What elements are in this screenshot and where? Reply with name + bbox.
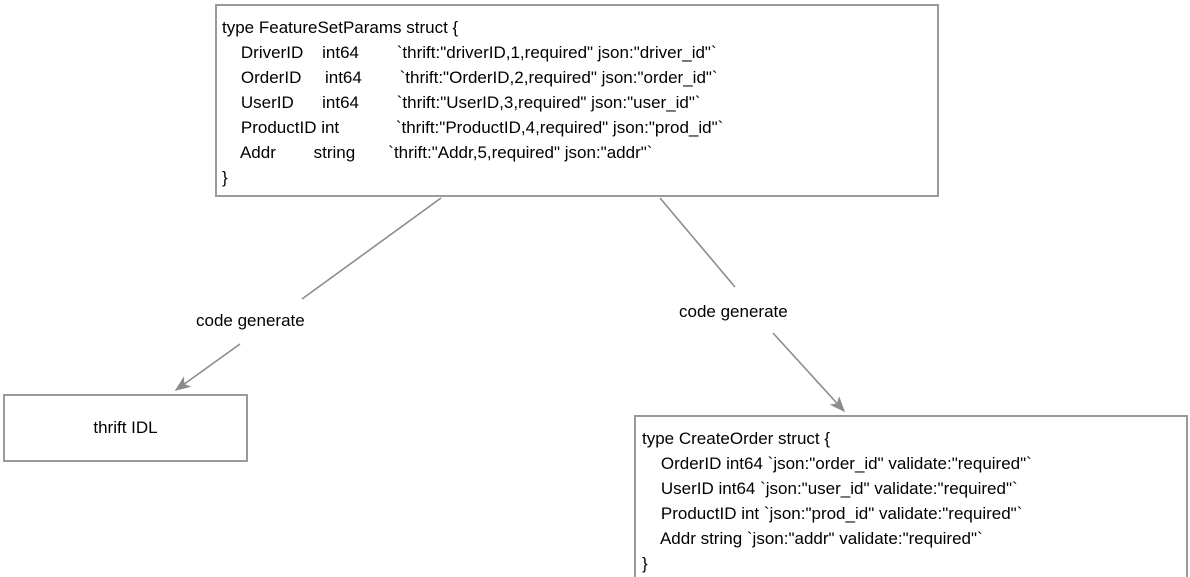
node-create-order[interactable]: type CreateOrder struct { OrderID int64 … — [634, 415, 1188, 577]
create-order-code: type CreateOrder struct { OrderID int64 … — [642, 429, 1032, 573]
node-thrift-idl[interactable]: thrift IDL — [3, 394, 248, 462]
edge-label-to-thrift-idl: code generate — [196, 311, 305, 331]
thrift-idl-label: thrift IDL — [93, 418, 158, 437]
edge-label-to-create-order: code generate — [679, 302, 788, 322]
node-featureset-params[interactable]: type FeatureSetParams struct { DriverID … — [215, 4, 939, 197]
featureset-params-code: type FeatureSetParams struct { DriverID … — [222, 18, 724, 187]
edge-to-thrift-idl — [174, 197, 442, 391]
